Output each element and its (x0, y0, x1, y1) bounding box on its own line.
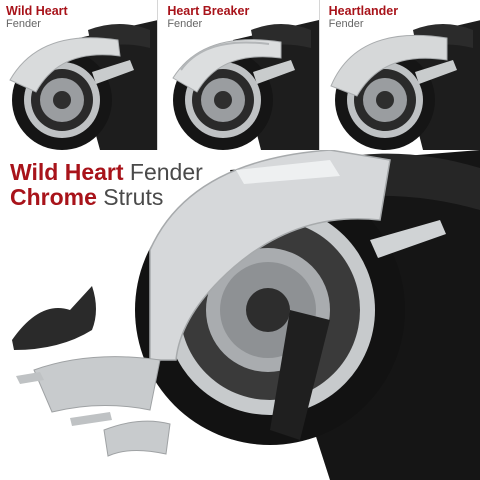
hero-fender-photo (0, 150, 480, 480)
thumbnail-subtitle: Fender (328, 18, 364, 30)
thumbnail-heartlander[interactable]: Heartlander Fender (322, 0, 480, 150)
thumbnail-wild-heart[interactable]: Wild Heart Fender (0, 0, 159, 150)
thumbnail-heart-breaker[interactable]: Heart Breaker Fender (161, 0, 320, 150)
heart-breaker-fender-photo (161, 0, 319, 150)
heartlander-fender-photo (322, 0, 480, 150)
thumbnail-subtitle: Fender (167, 18, 203, 30)
thumbnail-title: Wild Heart (6, 4, 68, 18)
headline-model-suffix: Fender (129, 159, 203, 185)
fender-options-strip: Wild Heart Fender Heart Breaker Fender (0, 0, 480, 150)
headline-model: Wild Heart (10, 159, 124, 185)
headline-line-2: Chrome Struts (10, 185, 203, 210)
thumbnail-subtitle: Fender (6, 18, 41, 30)
thumbnail-title: Heart Breaker (167, 4, 250, 18)
headline-line-1: Wild Heart Fender (10, 160, 203, 185)
wild-heart-fender-photo (0, 0, 158, 150)
headline: Wild Heart Fender Chrome Struts (10, 160, 203, 210)
headline-finish-suffix: Struts (103, 184, 164, 210)
thumbnail-title: Heartlander (328, 4, 399, 18)
headline-finish: Chrome (10, 184, 97, 210)
